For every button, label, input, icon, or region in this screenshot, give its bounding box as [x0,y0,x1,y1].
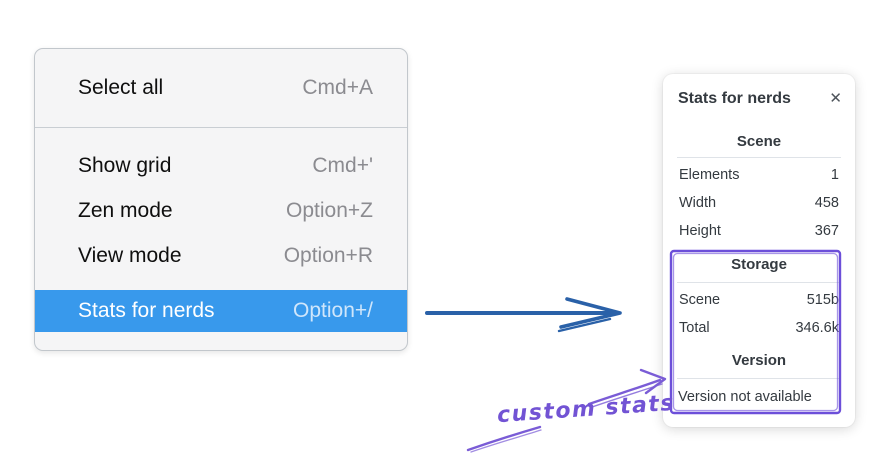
menu-item-show-grid[interactable]: Show grid Cmd+' [35,143,407,188]
menu-item-label: Stats for nerds [78,299,215,322]
stat-row-total-storage: Total 346.6k [663,314,855,342]
stat-label: Elements [679,167,740,183]
menu-item-shortcut: Cmd+A [302,76,373,99]
menu-item-zen-mode[interactable]: Zen mode Option+Z [35,188,407,233]
menu-item-shortcut: Option+R [283,243,373,267]
stats-panel-header: Stats for nerds ✕ [663,74,855,108]
menu-item-label: Show grid [78,153,172,177]
stat-row-width: Width 458 [663,189,855,217]
version-note: Version not available [678,389,812,405]
stat-value: 1 [830,167,839,183]
section-heading-scene: Scene [736,133,782,150]
section-heading-storage: Storage [731,256,787,273]
menu-section: Show grid Cmd+' Zen mode Option+Z View m… [35,128,407,332]
menu-item-select-all[interactable]: Select all Cmd+A [35,49,407,127]
stat-value: 515b [806,292,839,308]
menu-item-shortcut: Option+Z [286,198,373,222]
flow-arrow [425,297,622,333]
menu-divider [35,127,407,128]
annotation-label: custom stats [496,390,676,429]
section-heading-version: Version [731,352,787,369]
stat-label: Total [679,320,710,336]
stat-value: 458 [814,195,839,211]
menu-item-shortcut: Option+/ [293,299,373,322]
stat-row-height: Height 367 [663,217,855,245]
stat-label: Scene [679,292,721,308]
menu-item-view-mode[interactable]: View mode Option+R [35,233,407,278]
annotation-tail-stroke [466,425,542,453]
section-divider [677,157,841,158]
stat-value: 346.6k [795,320,839,336]
stat-row-elements: Elements 1 [663,161,855,189]
menu-item-stats-for-nerds[interactable]: Stats for nerds Option+/ [35,290,407,332]
context-menu: Select all Cmd+A Show grid Cmd+' Zen mod… [34,48,408,351]
stats-panel-title: Stats for nerds [678,90,791,107]
section-divider [677,282,841,283]
stat-value: 367 [814,223,839,239]
menu-item-shortcut: Cmd+' [312,153,373,177]
menu-item-label: Select all [78,76,164,99]
close-icon[interactable]: ✕ [829,90,842,107]
stat-label: Height [679,223,721,239]
menu-item-label: View mode [78,243,182,267]
menu-item-label: Zen mode [78,198,173,222]
stat-row-scene-storage: Scene 515b [663,286,855,314]
stat-label: Width [679,195,717,211]
stats-panel: Stats for nerds ✕ Scene Elements 1 Width… [663,74,855,427]
